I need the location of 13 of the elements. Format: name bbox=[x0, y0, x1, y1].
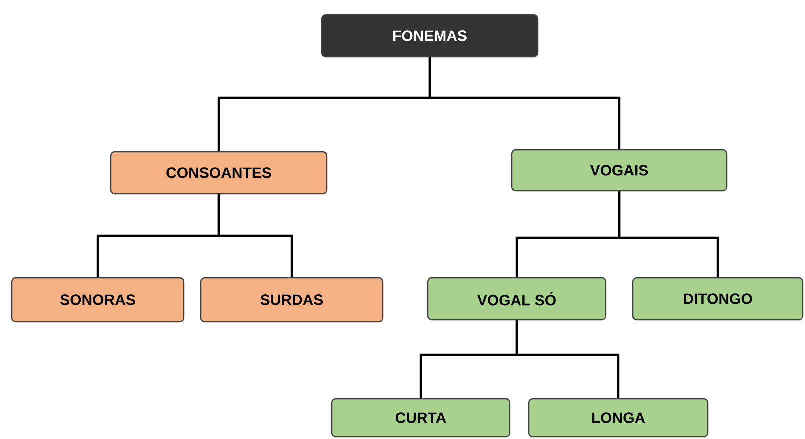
connector-line bbox=[218, 194, 294, 278]
category-box: VOGAL SÓ bbox=[427, 277, 607, 321]
connector-line bbox=[618, 192, 720, 278]
category-box: CURTA bbox=[331, 398, 511, 438]
category-box: VOGAIS bbox=[511, 149, 728, 192]
category-box: CONSOANTES bbox=[110, 151, 328, 195]
category-box: SURDAS bbox=[200, 277, 384, 323]
connector-line bbox=[428, 58, 621, 150]
category-box: FONEMAS bbox=[321, 14, 539, 58]
category-box: LONGA bbox=[528, 398, 709, 438]
category-box: DITONGO bbox=[632, 277, 804, 321]
connector-line bbox=[516, 320, 620, 398]
category-box: SONORAS bbox=[11, 277, 185, 323]
